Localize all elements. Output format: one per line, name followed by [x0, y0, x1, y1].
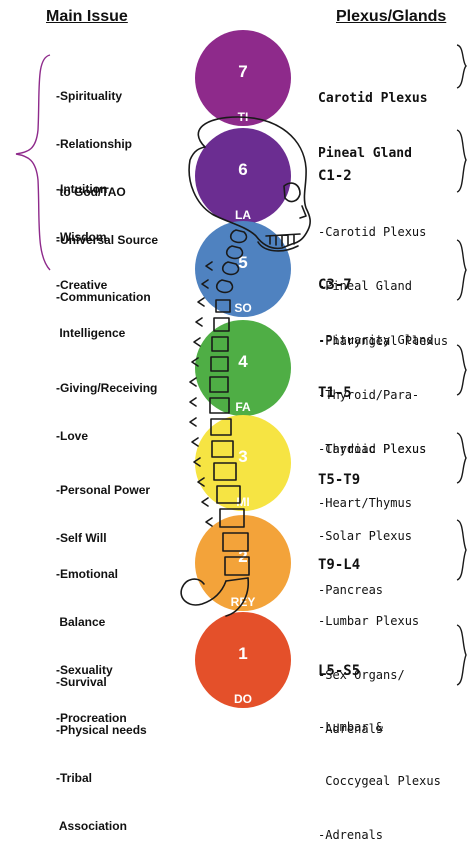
plexus-chakra-1: L5-S5 -Lumbar & Coccygeal Plexus -Adrena…: [318, 624, 441, 862]
plexus-title: T9-L4: [318, 557, 361, 573]
plexus-chakra-6: C1-2 -Carotid Plexus -Pineal Gland -Pitu…: [318, 129, 434, 367]
issue-line: -Creative: [56, 278, 108, 292]
issue-line: -Sexuality: [56, 663, 113, 677]
chakra-2-note: REY: [230, 595, 256, 609]
issue-line: Balance: [56, 615, 106, 629]
chakra-6-circle: 6 LA: [195, 128, 291, 224]
main-issue-header: Main Issue: [46, 8, 128, 25]
plexus-line: -Pituarity Gland: [318, 333, 434, 347]
issue-line: -Personal Power: [56, 483, 151, 497]
chakra-7-number: 7: [238, 62, 248, 81]
plexus-line: Coccygeal Plexus: [318, 774, 441, 788]
chakra-5-number: 5: [238, 253, 248, 272]
plexus-line: -Pineal Gland: [318, 279, 412, 293]
issue-line: -Universal Source: [56, 233, 159, 247]
chakra-5-circle: 5 SO: [195, 221, 291, 317]
issue-line: -Wisdom: [56, 230, 107, 244]
issue-line: -Love: [56, 429, 89, 443]
chakra-3-number: 3: [238, 447, 248, 466]
issues-chakra-5: -Communication: [56, 257, 151, 321]
issue-line: -Physical needs: [56, 723, 147, 737]
plexus-title: T1-5: [318, 385, 352, 401]
plexus-line: -Adrenals: [318, 828, 384, 842]
issue-line: -Survival: [56, 675, 107, 689]
issue-line: -Giving/Receiving: [56, 381, 158, 395]
issue-line: -Intuition: [56, 182, 108, 196]
issue-line: -Self Will: [56, 531, 107, 545]
plexus-line: Pineal Gland: [318, 146, 412, 161]
chakra-1-number: 1: [238, 644, 248, 663]
plexus-line: -Cardiac Plexus: [318, 442, 427, 456]
plexus-line: -Lumbar &: [318, 720, 384, 734]
chakra-4-note: FA: [235, 400, 251, 414]
chakra-1-note: DO: [234, 692, 252, 706]
chakra-4-number: 4: [238, 352, 248, 371]
plexus-chakra-5: C3-7 -Pharyngeal Plexus -Thyroid/Para- T…: [318, 238, 448, 476]
plexus-chakra-4: T1-5 -Cardiac Plexus -Heart/Thymus: [318, 346, 426, 530]
chakra-5-note: SO: [234, 301, 252, 315]
issues-chakra-7: -Spirituality -Relationship to God/TAO -…: [56, 56, 158, 264]
issue-line: -Tribal: [56, 771, 93, 785]
chakra-6-note: LA: [235, 208, 251, 222]
chakra-6-number: 6: [238, 160, 248, 179]
plexus-title: C1-2: [318, 168, 352, 184]
plexus-line: -Lumbar Plexus: [318, 614, 420, 628]
issues-chakra-6: -Intuition -Wisdom -Creative Intelligenc…: [56, 149, 125, 357]
chakra-2-circle: 2 REY: [195, 515, 291, 611]
issue-line: to God/TAO: [56, 185, 126, 199]
issue-line: -Spirituality: [56, 89, 123, 103]
plexus-line: -Pharyngeal Plexus: [318, 334, 449, 348]
issues-chakra-3: -Personal Power -Self Will: [56, 450, 150, 562]
issue-line: -Relationship: [56, 137, 133, 151]
chakra-4-circle: 4 FA: [195, 320, 291, 416]
plexus-title: T5-T9: [318, 472, 361, 488]
plexus-line: Thyroid Plexus: [318, 442, 427, 456]
issue-line: Intelligence: [56, 326, 126, 340]
plexus-line: -Sex Organs/: [318, 668, 405, 682]
issues-chakra-1: -Survival -Physical needs -Tribal Associ…: [56, 642, 147, 850]
plexus-glands-header: Plexus/Glands: [336, 8, 447, 25]
plexus-line: -Heart/Thymus: [318, 496, 412, 510]
issue-line: -Emotional: [56, 567, 118, 581]
chakra-7-circle: 7 TI: [195, 30, 291, 126]
chakra-7-note: TI: [237, 110, 249, 124]
plexus-title: C3-7: [318, 277, 352, 293]
plexus-title: L5-S5: [318, 663, 361, 679]
plexus-line: -Thyroid/Para-: [318, 388, 420, 402]
chakra-3-note: MI: [236, 495, 250, 509]
issue-line: Association: [56, 819, 127, 833]
plexus-chakra-3: T5-T9 -Solar Plexus -Pancreas: [318, 433, 412, 617]
chakra-3-circle: 3 MI: [195, 415, 291, 511]
chakra-1-circle: 1 DO: [195, 612, 291, 708]
plexus-line: Carotid Plexus: [318, 91, 428, 106]
issues-chakra-4: -Giving/Receiving -Love: [56, 348, 157, 460]
plexus-line: -Carotid Plexus: [318, 225, 427, 239]
plexus-chakra-7: Carotid Plexus Pineal Gland: [318, 52, 428, 181]
plexus-line: -Solar Plexus: [318, 529, 412, 543]
plexus-line: -Pancreas: [318, 583, 384, 597]
chakra-2-number: 2: [238, 547, 248, 566]
issue-line: -Communication: [56, 290, 151, 304]
